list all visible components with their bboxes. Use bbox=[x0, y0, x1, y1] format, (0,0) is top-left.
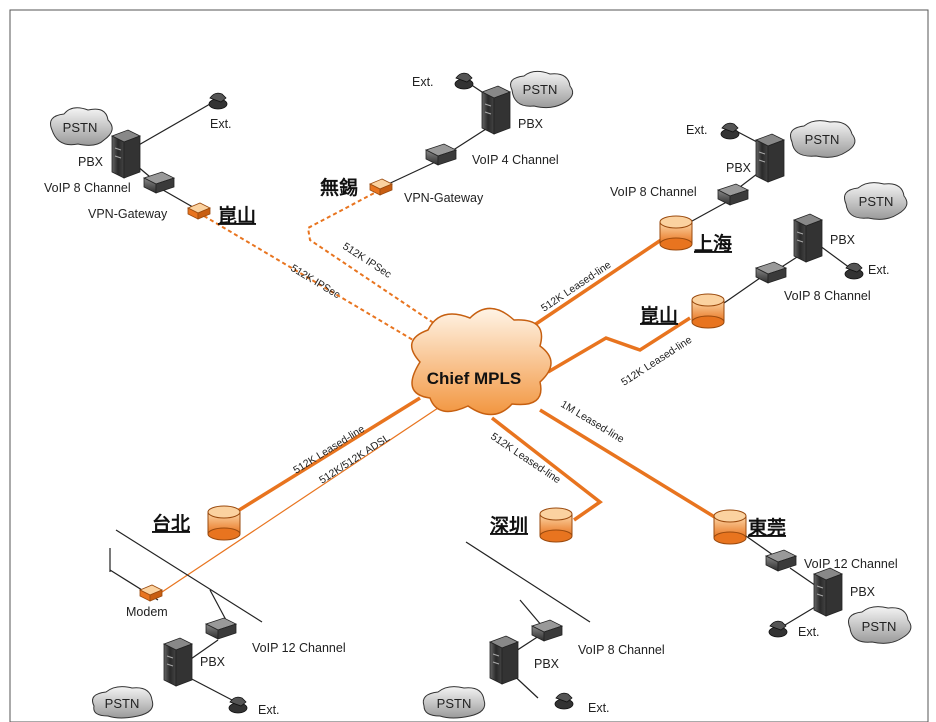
router-icon bbox=[713, 509, 747, 545]
site-name: 深圳 bbox=[490, 514, 528, 537]
voip-label: VoIP 12 Channel bbox=[252, 641, 346, 655]
mpls-label: Chief MPLS bbox=[427, 369, 521, 388]
pstn-label: PSTN bbox=[859, 194, 894, 209]
phone-icon bbox=[554, 692, 574, 710]
voip-label: VoIP 12 Channel bbox=[804, 557, 898, 571]
router-icon bbox=[691, 293, 725, 329]
pstn-label: PSTN bbox=[862, 619, 897, 634]
voip-icon bbox=[425, 143, 457, 166]
phone-icon bbox=[454, 72, 474, 90]
pbx-icon bbox=[163, 637, 193, 687]
link-kunshan-e bbox=[547, 316, 691, 374]
pbx-icon bbox=[111, 129, 141, 179]
site-name: 崑山 bbox=[218, 204, 256, 227]
pbx-label: PBX bbox=[850, 585, 876, 599]
link-label-dongguan: 1M Leased-line bbox=[558, 398, 626, 445]
site-name: 上海 bbox=[694, 232, 732, 255]
link-label-kunshan-e: 512K Leased-line bbox=[619, 334, 694, 389]
link-label-shenzhen: 512K Leased-line bbox=[488, 431, 563, 487]
voip-icon bbox=[717, 183, 749, 206]
pstn-label: PSTN bbox=[523, 82, 558, 97]
pstn-label: PSTN bbox=[105, 696, 140, 711]
site-kunshan-nw: PSTN PBX Ext. VoIP 8 Channel VPN-Gateway… bbox=[44, 92, 256, 227]
ext-label: Ext. bbox=[210, 117, 232, 131]
router-icon bbox=[659, 215, 693, 251]
link-label-shanghai: 512K Leased-line bbox=[539, 259, 614, 315]
link-shanghai bbox=[511, 236, 665, 342]
pstn-cloud: PSTN bbox=[790, 120, 856, 158]
gateway-label: VPN-Gateway bbox=[88, 207, 168, 221]
voip-icon bbox=[205, 617, 237, 640]
ext-label: Ext. bbox=[868, 263, 890, 277]
pbx-label: PBX bbox=[78, 155, 104, 169]
pstn-cloud: PSTN bbox=[848, 606, 912, 644]
link-shenzhen bbox=[490, 416, 603, 522]
mpls-cloud: Chief MPLS bbox=[411, 307, 552, 416]
pstn-cloud: PSTN bbox=[844, 182, 908, 220]
ext-label: Ext. bbox=[412, 75, 434, 89]
pstn-cloud: PSTN bbox=[92, 686, 154, 719]
ext-label: Ext. bbox=[258, 703, 280, 717]
wan-links bbox=[155, 189, 727, 597]
diagram-border bbox=[9, 9, 929, 722]
site-shenzhen: 深圳 VoIP 8 Channel PBX PSTN Ext. bbox=[422, 507, 665, 719]
link-kunshan-nw bbox=[203, 215, 441, 357]
pbx-label: PBX bbox=[534, 657, 560, 671]
pbx-icon bbox=[793, 213, 823, 263]
pbx-label: PBX bbox=[726, 161, 752, 175]
pstn-label: PSTN bbox=[437, 696, 472, 711]
ext-label: Ext. bbox=[588, 701, 610, 715]
pstn-cloud: PSTN bbox=[50, 107, 113, 146]
site-kunshan-e: PSTN PBX Ext. VoIP 8 Channel 崑山 bbox=[640, 182, 908, 329]
pstn-label: PSTN bbox=[63, 120, 98, 135]
ext-label: Ext. bbox=[798, 625, 820, 639]
site-name: 東莞 bbox=[748, 516, 786, 539]
site-name: 無錫 bbox=[320, 176, 358, 199]
site-name: 崑山 bbox=[640, 304, 678, 327]
phone-icon bbox=[208, 92, 228, 110]
router-icon bbox=[539, 507, 573, 543]
link-taipei-leased bbox=[235, 396, 421, 514]
voip-label: VoIP 8 Channel bbox=[578, 643, 665, 657]
site-shanghai: Ext. PSTN PBX VoIP 8 Channel 上海 bbox=[610, 120, 856, 255]
link-taipei-adsl bbox=[155, 407, 439, 597]
phone-icon bbox=[844, 262, 864, 280]
link-label-wuxi: 512K IPSec bbox=[340, 240, 393, 280]
pstn-cloud: PSTN bbox=[422, 686, 486, 719]
pbx-icon bbox=[813, 567, 843, 617]
pstn-label: PSTN bbox=[805, 132, 840, 147]
voip-label: VoIP 8 Channel bbox=[784, 289, 871, 303]
pbx-label: PBX bbox=[518, 117, 544, 131]
pbx-icon bbox=[481, 85, 511, 135]
phone-icon bbox=[720, 122, 740, 140]
phone-icon bbox=[228, 696, 248, 714]
pbx-icon bbox=[755, 133, 785, 183]
site-dongguan: 東莞 VoIP 12 Channel PBX Ext. PSTN bbox=[713, 509, 912, 644]
link-dongguan bbox=[539, 408, 727, 526]
pstn-cloud: PSTN bbox=[510, 70, 574, 109]
voip-label: VoIP 8 Channel bbox=[610, 185, 697, 199]
modem-label: Modem bbox=[126, 605, 168, 619]
pbx-icon bbox=[489, 635, 519, 685]
pbx-label: PBX bbox=[200, 655, 226, 669]
site-name: 台北 bbox=[152, 512, 190, 535]
phone-icon bbox=[768, 620, 788, 638]
site-taipei: 台北 Modem VoIP 12 Channel PBX PSTN Ext. bbox=[92, 505, 346, 719]
site-wuxi: Ext. PSTN PBX VoIP 4 Channel VPN-Gateway… bbox=[320, 70, 574, 205]
voip-label: VoIP 4 Channel bbox=[472, 153, 559, 167]
router-icon bbox=[207, 505, 241, 541]
link-wuxi bbox=[306, 189, 457, 339]
gateway-label: VPN-Gateway bbox=[404, 191, 484, 205]
ext-label: Ext. bbox=[686, 123, 708, 137]
modem-icon bbox=[139, 584, 163, 602]
voip-label: VoIP 8 Channel bbox=[44, 181, 131, 195]
pbx-label: PBX bbox=[830, 233, 856, 247]
voip-icon bbox=[755, 261, 787, 284]
link-label-kunshan-nw: 512K IPSec bbox=[288, 262, 342, 301]
